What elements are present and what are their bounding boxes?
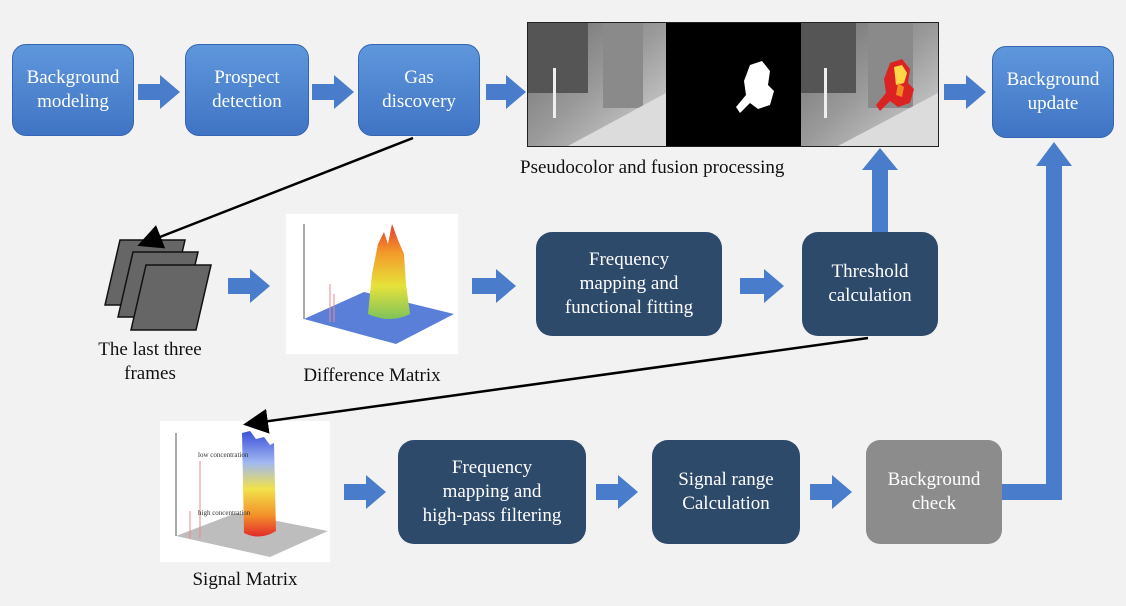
arrow-8 [344, 475, 386, 509]
background-update-box: Background update [992, 46, 1114, 138]
high-concentration-label: high concentration [198, 509, 251, 517]
low-concentration-label: low concentration [198, 451, 249, 459]
arrow-2 [312, 75, 354, 109]
arrow-9 [596, 475, 638, 509]
mask-image [666, 23, 801, 146]
gas-discovery-box: Gas discovery [358, 44, 480, 136]
difference-matrix-caption: Difference Matrix [303, 365, 441, 386]
arrow-6 [472, 269, 516, 303]
last-frames-caption: The last three frames [98, 339, 202, 384]
frames-icon [104, 239, 212, 331]
signal-matrix-plot: low concentration high concentration [160, 421, 330, 562]
fusion-image-strip [527, 22, 939, 147]
background-modeling-box: Background modeling [12, 44, 134, 136]
frequency-functional-fitting-box: Frequency mapping and functional fitting [536, 232, 722, 336]
arrow-7 [740, 269, 784, 303]
arrow-up-threshold [862, 148, 898, 232]
difference-matrix-plot [286, 214, 458, 354]
signal-range-calculation-box: Signal range Calculation [652, 440, 800, 544]
prospect-detection-box: Prospect detection [185, 44, 309, 136]
arrow-10 [810, 475, 852, 509]
pseudocolor-caption: Pseudocolor and fusion processing [520, 157, 785, 178]
signal-matrix-caption: Signal Matrix [192, 569, 298, 590]
arrow-5 [228, 269, 270, 303]
arrow-3 [486, 75, 526, 109]
background-check-box: Background check [866, 440, 1002, 544]
arrow-1 [138, 75, 180, 109]
arrow-4 [944, 75, 986, 109]
frequency-highpass-filtering-box: Frequency mapping and high-pass filterin… [398, 440, 586, 544]
arrow-elbow [1002, 142, 1072, 500]
threshold-calculation-box: Threshold calculation [802, 232, 938, 336]
fusion-images [528, 23, 938, 146]
